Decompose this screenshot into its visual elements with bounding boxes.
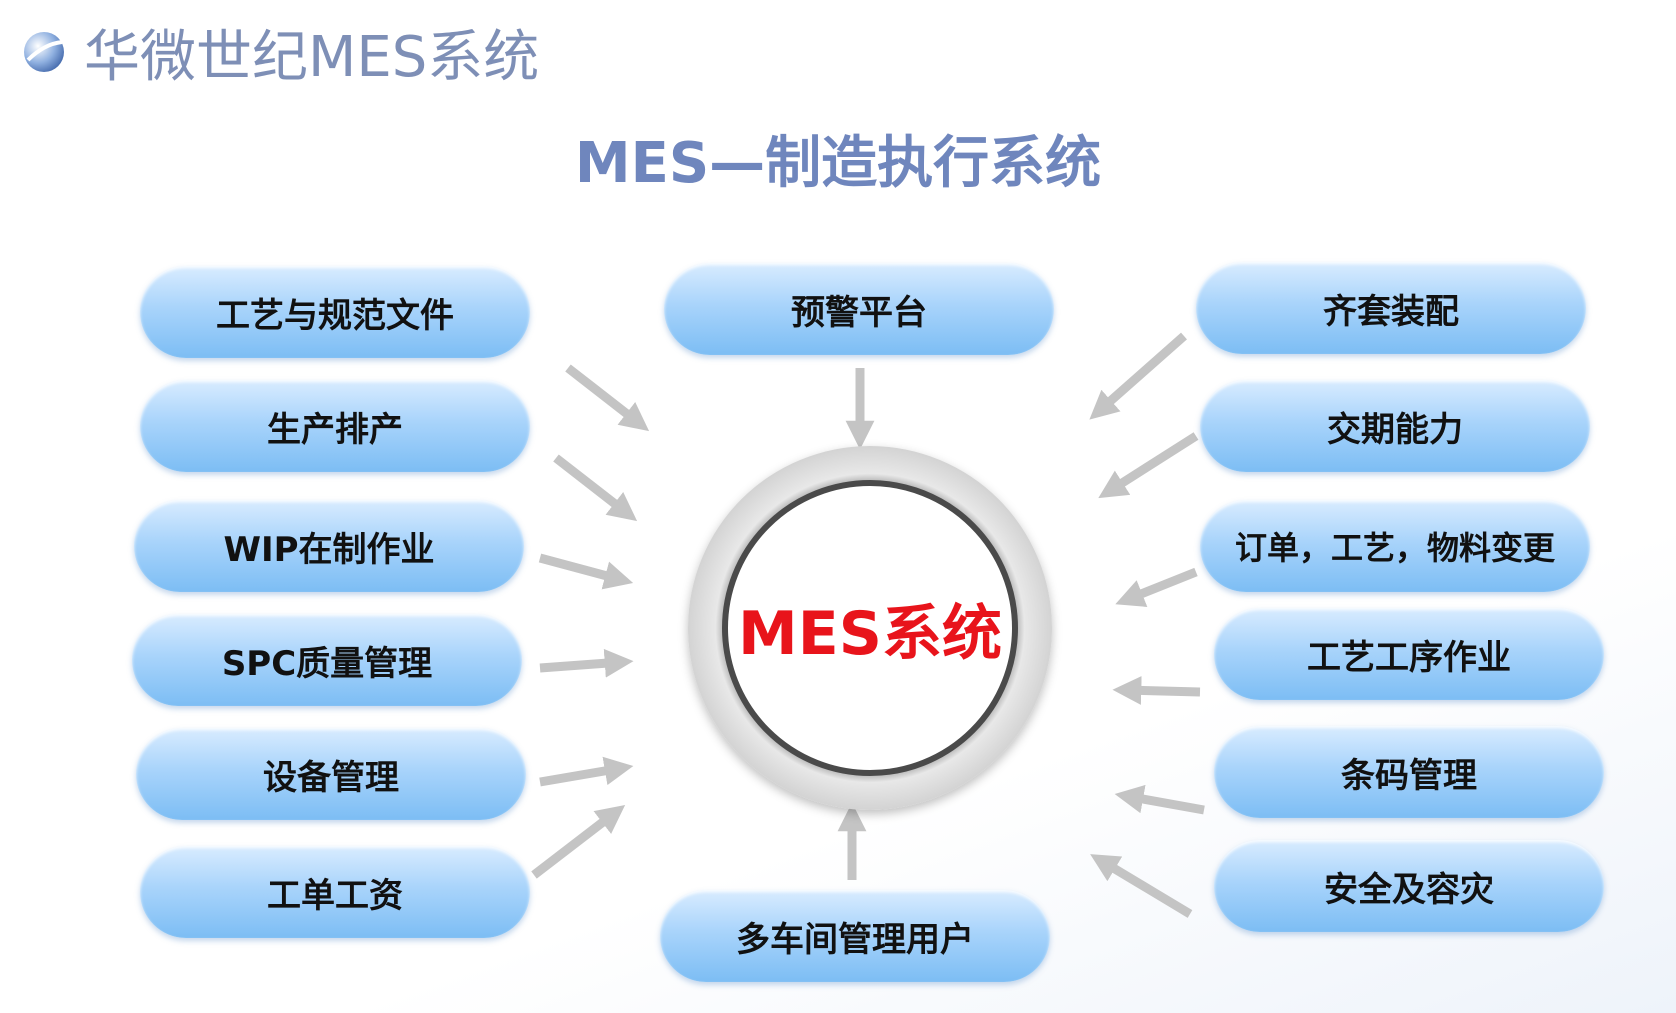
arrow-right-3 [1115, 567, 1198, 607]
right-item-6: 安全及容灾 [1214, 840, 1604, 932]
right-item-2: 交期能力 [1200, 380, 1590, 472]
left-item-5: 设备管理 [136, 728, 526, 820]
arrow-right-4 [1112, 676, 1201, 705]
bottom-item: 多车间管理用户 [660, 890, 1050, 982]
arrow-left-5 [539, 756, 634, 787]
center-label: MES系统 [738, 598, 1002, 669]
sphere-logo-icon [24, 32, 64, 72]
top-item: 预警平台 [664, 263, 1054, 355]
left-item-6: 工单工资 [140, 846, 530, 938]
arrow-right-1 [1089, 332, 1187, 420]
left-item-2: 生产排产 [140, 380, 530, 472]
arrow-right-2 [1098, 432, 1199, 499]
arrow-left-4 [539, 648, 634, 678]
left-item-3: WIP在制作业 [134, 500, 524, 592]
arrow-left-1 [565, 364, 650, 432]
center-ring-inner: MES系统 [722, 480, 1018, 776]
arrow-right-6 [1090, 854, 1193, 918]
arrow-left-3 [538, 553, 634, 590]
brand-title: 华微世纪MES系统 [84, 24, 540, 90]
right-item-5: 条码管理 [1214, 726, 1604, 818]
header: 华微世纪MES系统 [22, 12, 539, 92]
arrow-right-5 [1114, 784, 1205, 815]
arrow-left-6 [531, 804, 626, 879]
left-item-1: 工艺与规范文件 [140, 266, 530, 358]
page-title: MES—制造执行系统 [574, 131, 1102, 196]
right-item-1: 齐套装配 [1196, 262, 1586, 354]
right-item-3: 订单，工艺，物料变更 [1200, 500, 1590, 592]
arrow-left-2 [553, 454, 638, 522]
right-item-4: 工艺工序作业 [1214, 608, 1604, 700]
center-ring: MES系统 [688, 446, 1052, 810]
left-item-4: SPC质量管理 [132, 614, 522, 706]
